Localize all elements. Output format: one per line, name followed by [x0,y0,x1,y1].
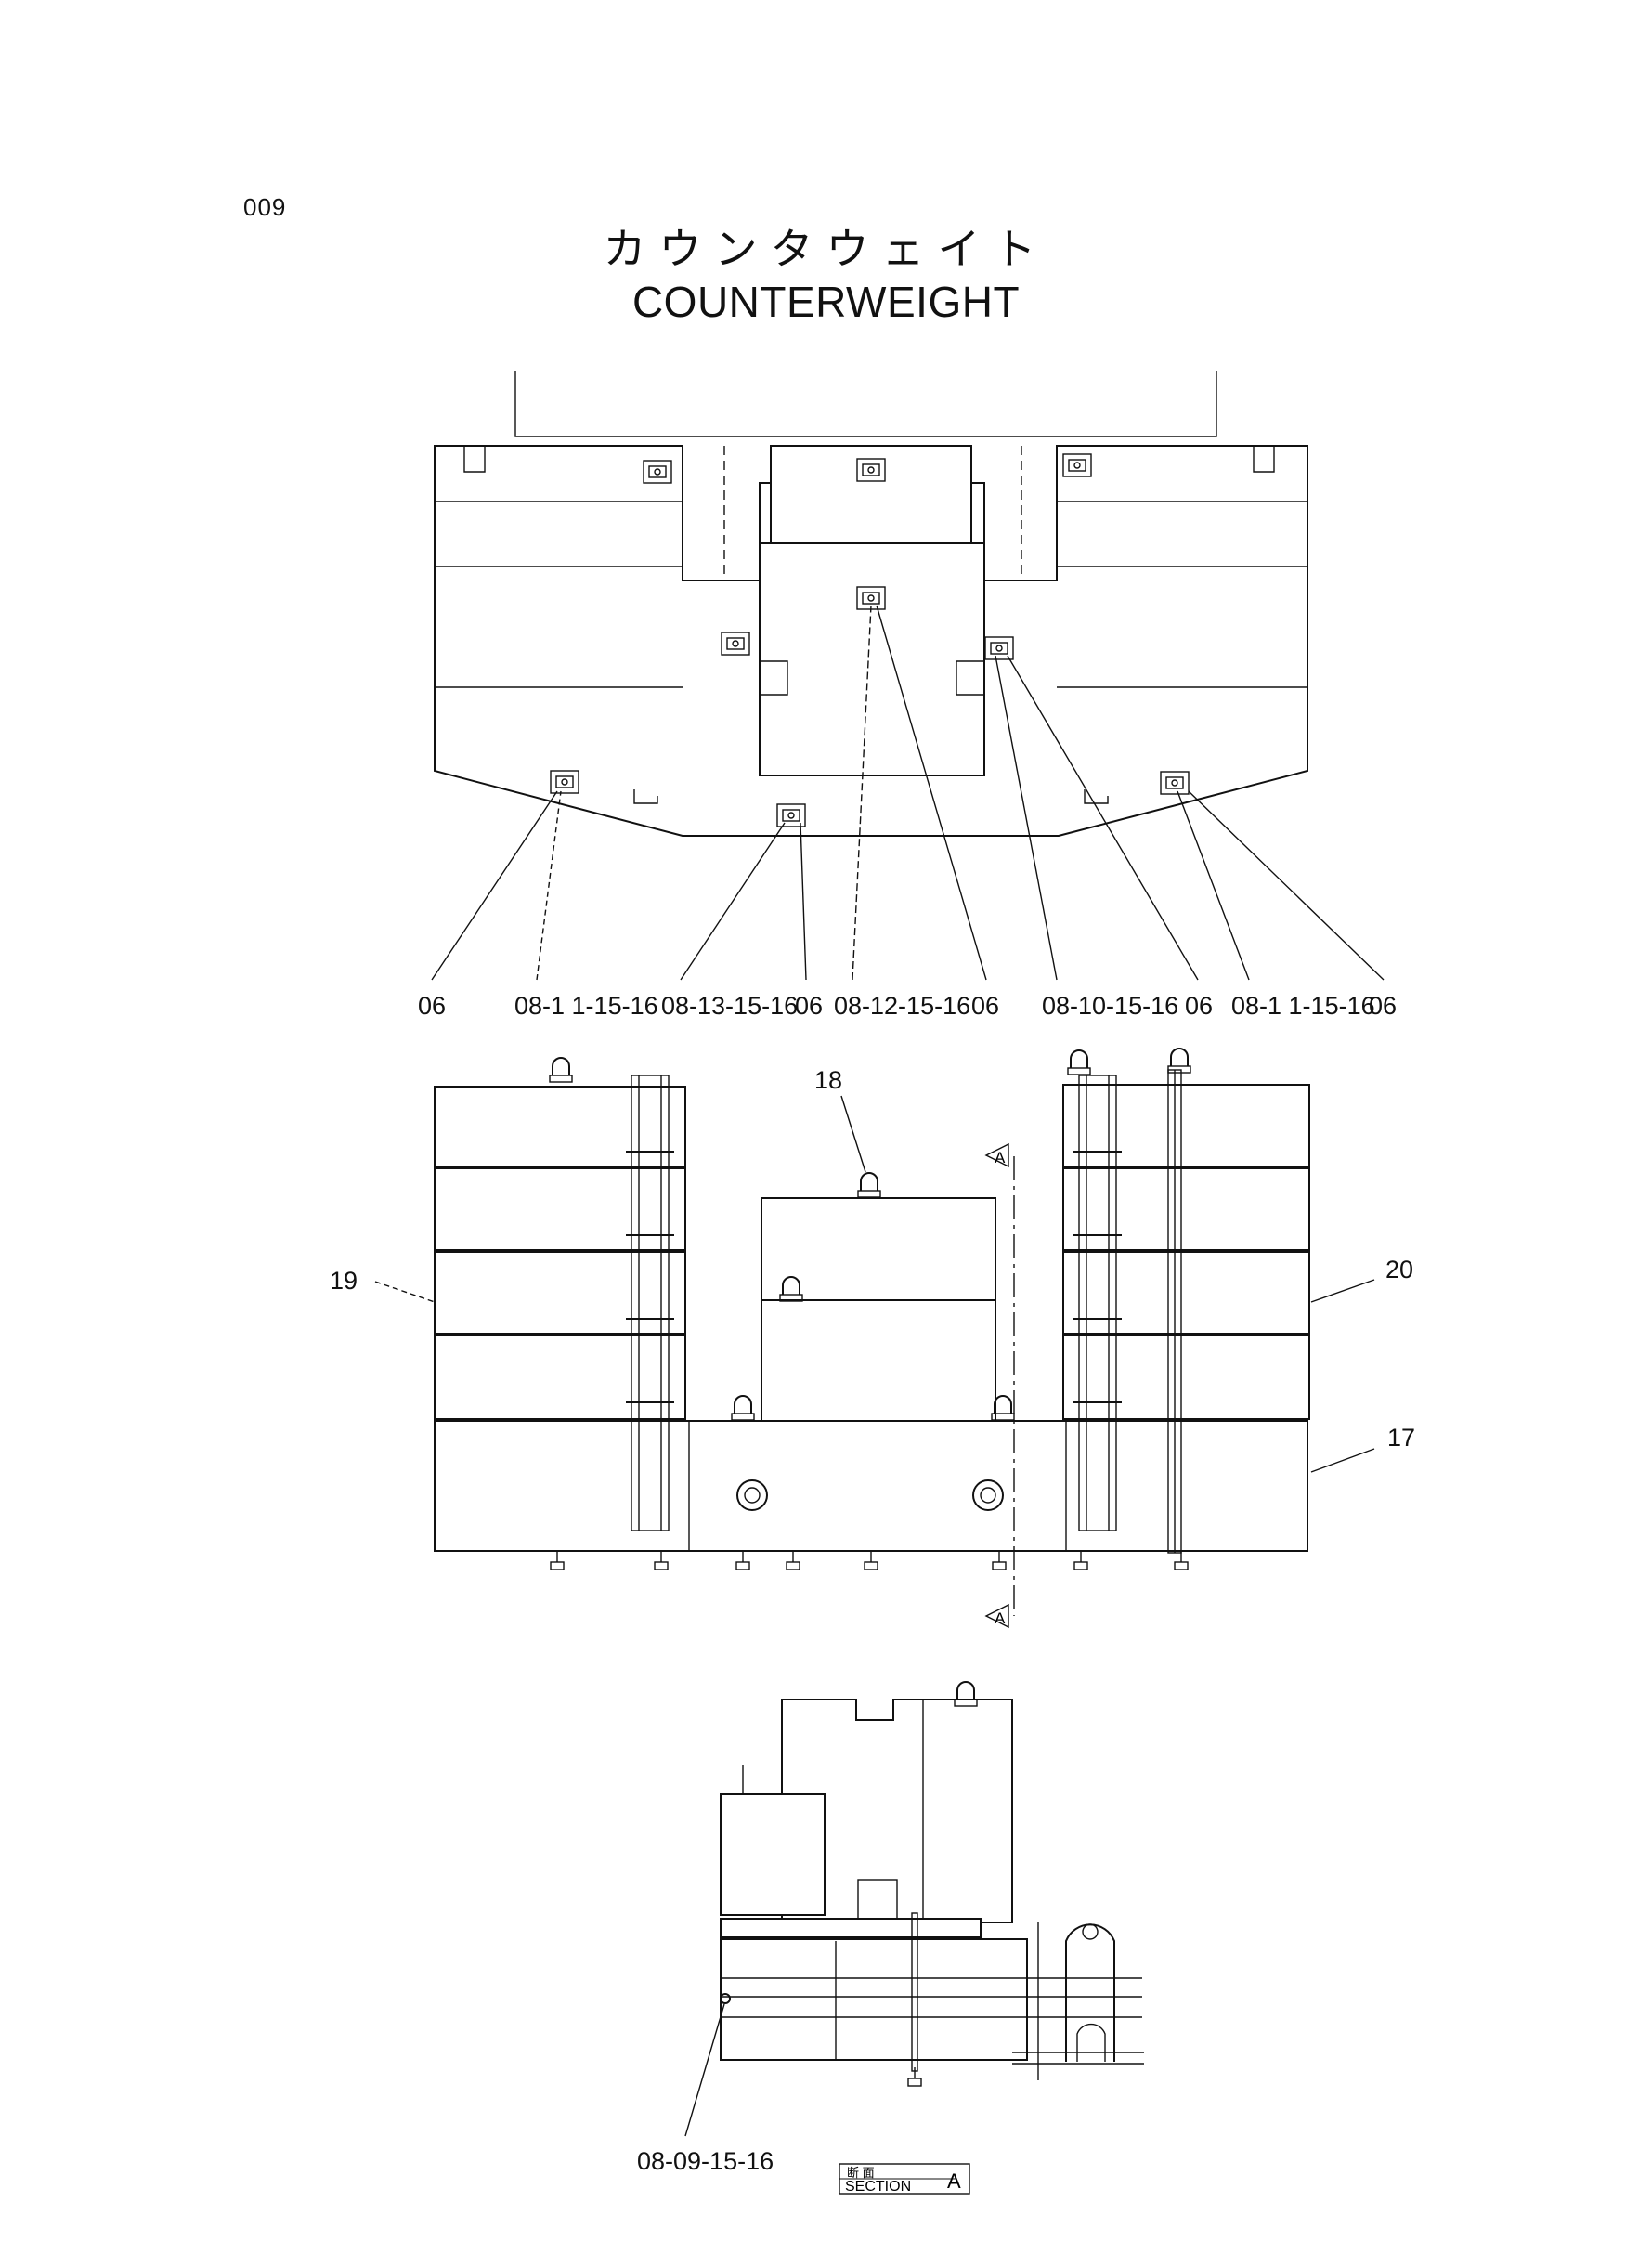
callout-label: 06 [418,992,446,1020]
callout-label-20: 20 [1385,1256,1413,1283]
callout-label: 08-12-15-16 [834,992,970,1020]
callout-label-18: 18 [814,1066,842,1094]
section-view [684,1681,1144,2137]
top-view [431,371,1385,981]
callout-label: 08-13-15-16 [661,992,798,1020]
callout-label: 06 [971,992,999,1020]
page-number: 009 [243,193,287,221]
section-marker-top: A [995,1149,1006,1166]
title-japanese: カウンタウェイト [603,224,1049,274]
section-caption-en: SECTION [845,2179,911,2195]
front-view-labels: 18 19 20 17 A A [330,1066,1415,1627]
section-caption-jp: 断 面 [847,2166,875,2180]
front-view [374,1048,1375,1629]
callout-label-17: 17 [1387,1424,1415,1452]
callout-label: 08-10-15-16 [1042,992,1178,1020]
callout-label: 06 [1185,992,1213,1020]
callout-label: 06 [795,992,823,1020]
section-caption-letter: A [947,2169,961,2193]
top-view-callouts: 06 08-1 1-15-16 08-13-15-16 06 08-12-15-… [418,992,1397,1020]
callout-label: 08-1 1-15-16 [1231,992,1375,1020]
callout-label-section: 08-09-15-16 [637,2147,774,2175]
callout-label-19: 19 [330,1267,358,1295]
section-marker-bottom: A [995,1609,1006,1627]
title-english: COUNTERWEIGHT [631,278,1021,326]
callout-label: 06 [1369,992,1397,1020]
callout-label: 08-1 1-15-16 [514,992,658,1020]
section-view-labels: 08-09-15-16 断 面 SECTION A [637,2147,970,2195]
